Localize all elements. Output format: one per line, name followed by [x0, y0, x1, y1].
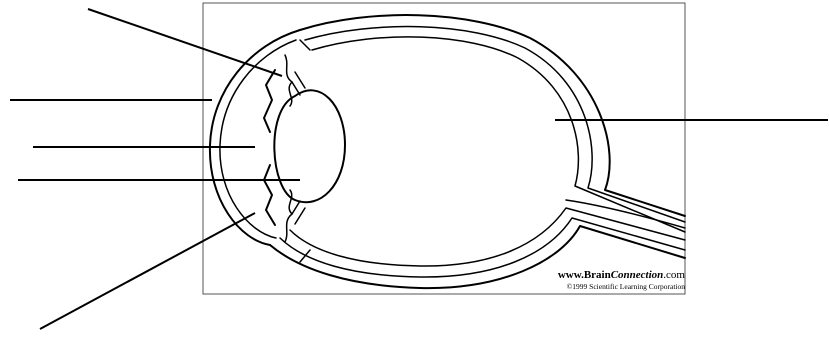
choroid-layer — [305, 27, 685, 222]
ora-serrata-lower — [300, 250, 310, 262]
iris-lower — [264, 165, 275, 225]
credit-block: www.BrainConnection.com ©1999 Scientific… — [480, 270, 685, 291]
suspensory-ligament-lower — [292, 201, 305, 224]
retina-layer-lower — [290, 208, 685, 266]
lens — [274, 90, 345, 202]
sclera-outer — [300, 15, 685, 216]
credit-url-suffix: .com — [663, 269, 685, 281]
credit-url-prefix: www.Brain — [558, 269, 611, 281]
label-line-suspensory-ligament — [40, 213, 255, 329]
credit-url-emphasis: Connection — [611, 269, 664, 281]
cornea-inner — [220, 40, 296, 238]
ora-serrata-upper — [300, 40, 310, 50]
credit-copyright: ©1999 Scientific Learning Corporation — [480, 283, 685, 291]
label-line-ciliary-body — [88, 9, 282, 76]
iris-upper — [264, 70, 275, 132]
credit-url: www.BrainConnection.com — [480, 270, 685, 281]
